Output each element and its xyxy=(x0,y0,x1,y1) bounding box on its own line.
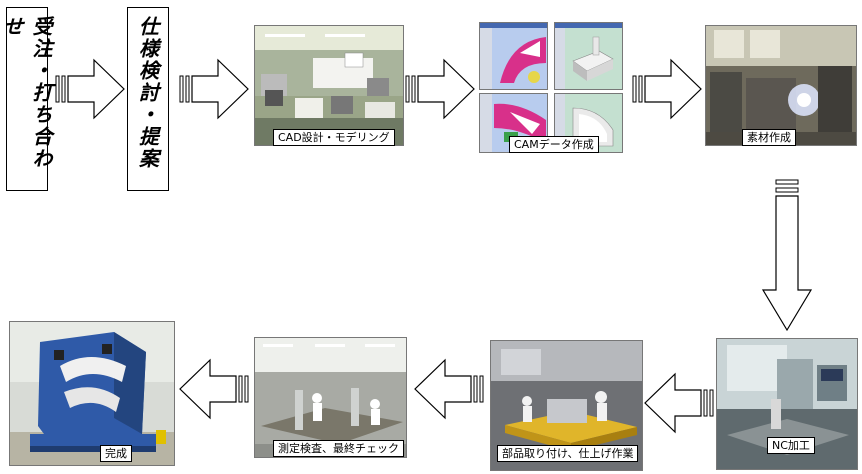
cad-office-photo xyxy=(254,25,404,146)
cam-screen-1 xyxy=(479,22,548,90)
flow-arrow-right-4 xyxy=(632,58,702,120)
flow-arrow-left-2 xyxy=(414,358,484,420)
cam-screen-2 xyxy=(554,22,623,90)
assembly-step-caption: 部品取り付け、仕上げ作業 xyxy=(497,445,639,462)
complete-step-caption: 完成 xyxy=(100,445,132,462)
cam-step-caption: CAMデータ作成 xyxy=(509,136,599,153)
flow-arrow-left-3 xyxy=(179,358,249,420)
flow-arrow-left-1 xyxy=(644,372,714,434)
flow-arrow-right-3 xyxy=(405,58,475,120)
nc-step-caption: NC加工 xyxy=(767,437,815,454)
step-spec-label: 仕様検討・提案 xyxy=(135,16,160,170)
inspection-step-caption: 測定検査、最終チェック xyxy=(273,440,404,457)
step-order-label: 受注・打ち合わせ xyxy=(0,16,53,170)
material-step-caption: 素材作成 xyxy=(742,129,796,146)
flow-arrow-right-1 xyxy=(55,58,125,120)
flow-arrow-down xyxy=(761,179,813,332)
completed-fixture-photo xyxy=(9,321,175,466)
step-spec-box: 仕様検討・提案 xyxy=(127,7,169,191)
cad-step-caption: CAD設計・モデリング xyxy=(273,129,395,146)
step-order-box: 受注・打ち合わせ xyxy=(0,7,53,191)
flow-arrow-right-2 xyxy=(179,58,249,120)
material-welding-photo xyxy=(705,25,857,146)
